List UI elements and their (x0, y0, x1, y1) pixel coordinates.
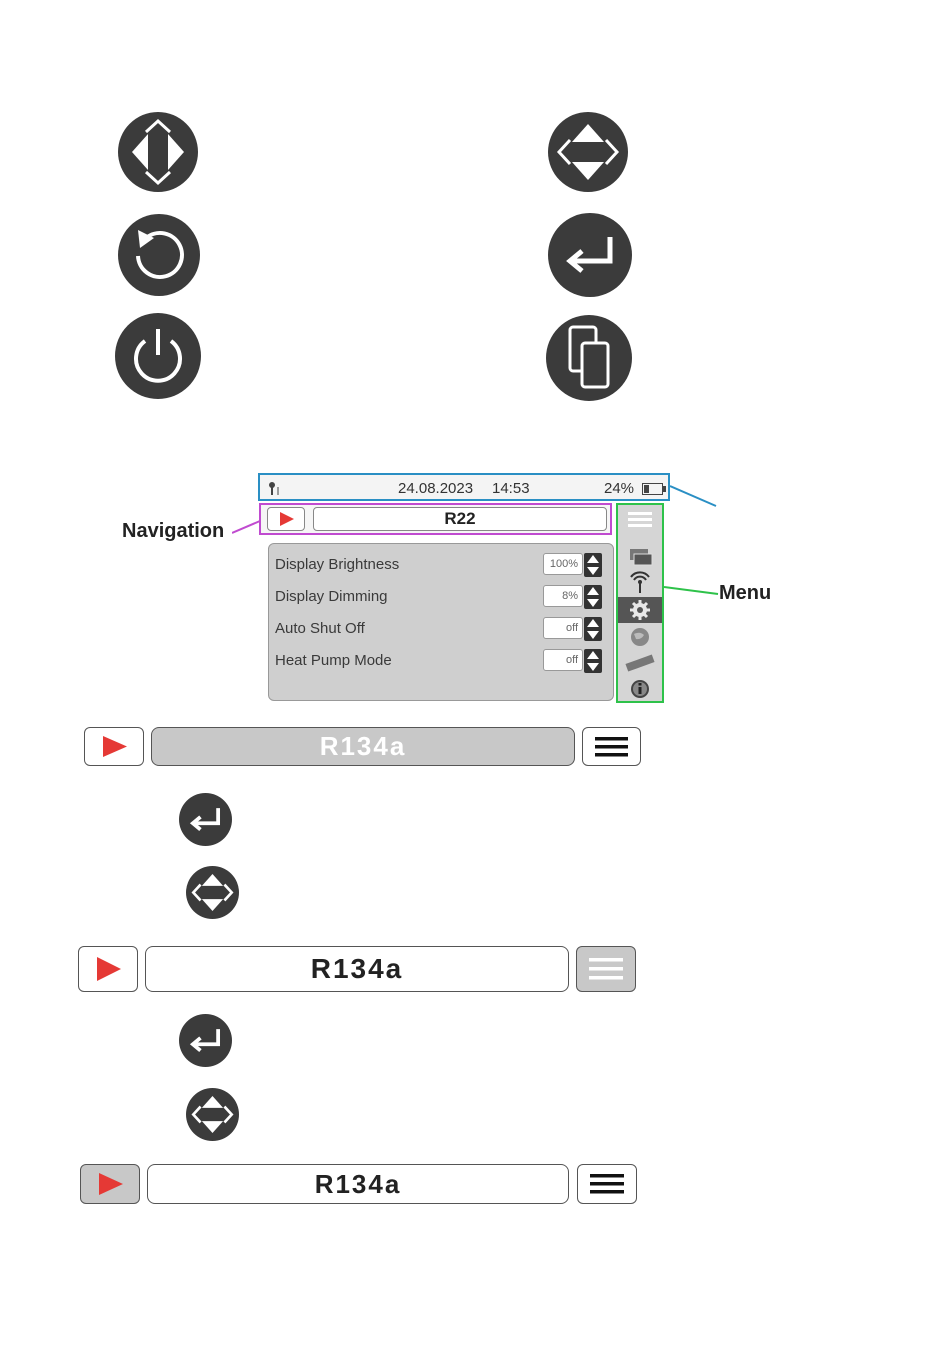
play-icon (79, 947, 137, 991)
menu-button[interactable] (577, 1164, 637, 1204)
settings-menu-item-selected[interactable] (618, 597, 662, 623)
info-icon[interactable] (622, 677, 658, 701)
ruler-icon[interactable] (622, 651, 658, 675)
setting-value[interactable]: off (543, 617, 583, 639)
nav-title-box[interactable]: R134a (151, 727, 575, 766)
setting-value[interactable]: 8% (543, 585, 583, 607)
globe-icon[interactable] (622, 625, 658, 649)
side-menu (616, 503, 664, 703)
up-down-arrows-button-icon (186, 866, 239, 919)
battery-icon (642, 483, 666, 495)
up-down-arrows-button-icon (186, 1088, 239, 1141)
wireless-icon[interactable] (622, 571, 658, 595)
navigation-callout: Navigation (122, 520, 224, 543)
gear-icon (618, 597, 662, 623)
setting-row[interactable]: Heat Pump Mode off (275, 649, 605, 673)
play-icon (85, 728, 143, 765)
menu-callout-line (664, 584, 720, 596)
menu-button[interactable] (582, 727, 641, 766)
setting-value[interactable]: 100% (543, 553, 583, 575)
hamburger-icon (577, 947, 635, 991)
spinner-icon[interactable] (584, 617, 602, 641)
back-button-icon (118, 214, 200, 296)
setting-label: Display Brightness (275, 556, 399, 573)
enter-button-icon (179, 793, 232, 846)
navigation-bar: R22 (259, 503, 612, 535)
hamburger-icon[interactable] (622, 508, 658, 532)
spinner-icon[interactable] (584, 553, 602, 577)
play-button[interactable] (84, 727, 144, 766)
pages-button-icon (546, 315, 632, 401)
play-icon (268, 508, 304, 530)
menu-callout: Menu (719, 582, 771, 605)
play-icon (81, 1165, 139, 1203)
nav-title-box[interactable]: R134a (147, 1164, 569, 1204)
setting-value[interactable]: off (543, 649, 583, 671)
nav-title-box[interactable]: R134a (145, 946, 569, 992)
setting-row[interactable]: Display Dimming 8% (275, 585, 605, 609)
enter-button-icon (179, 1014, 232, 1067)
spinner-icon[interactable] (584, 585, 602, 609)
enter-button-icon (548, 213, 632, 297)
setting-row[interactable]: Display Brightness 100% (275, 553, 605, 577)
setting-label: Display Dimming (275, 588, 388, 605)
play-button[interactable] (80, 1164, 140, 1204)
settings-panel: Display Brightness 100% Display Dimming … (268, 543, 614, 701)
status-bar: 24.08.2023 14:53 24% (258, 473, 670, 501)
status-callout-line (670, 482, 720, 508)
navigation-callout-line (232, 518, 262, 536)
status-date: 24.08.2023 (398, 480, 473, 497)
spinner-icon[interactable] (584, 649, 602, 673)
hamburger-icon (583, 728, 640, 765)
play-button[interactable] (267, 507, 305, 531)
screens-icon[interactable] (622, 545, 658, 569)
power-button-icon (115, 313, 201, 399)
battery-percent: 24% (604, 480, 634, 497)
setting-label: Auto Shut Off (275, 620, 365, 637)
play-button[interactable] (78, 946, 138, 992)
setting-label: Heat Pump Mode (275, 652, 392, 669)
left-right-arrows-button-icon (118, 112, 198, 192)
hamburger-icon (578, 1165, 636, 1203)
status-time: 14:53 (492, 480, 530, 497)
antenna-icon (266, 481, 282, 495)
menu-button[interactable] (576, 946, 636, 992)
setting-row[interactable]: Auto Shut Off off (275, 617, 605, 641)
up-down-arrows-button-icon (548, 112, 628, 192)
nav-title: R22 (313, 507, 607, 531)
